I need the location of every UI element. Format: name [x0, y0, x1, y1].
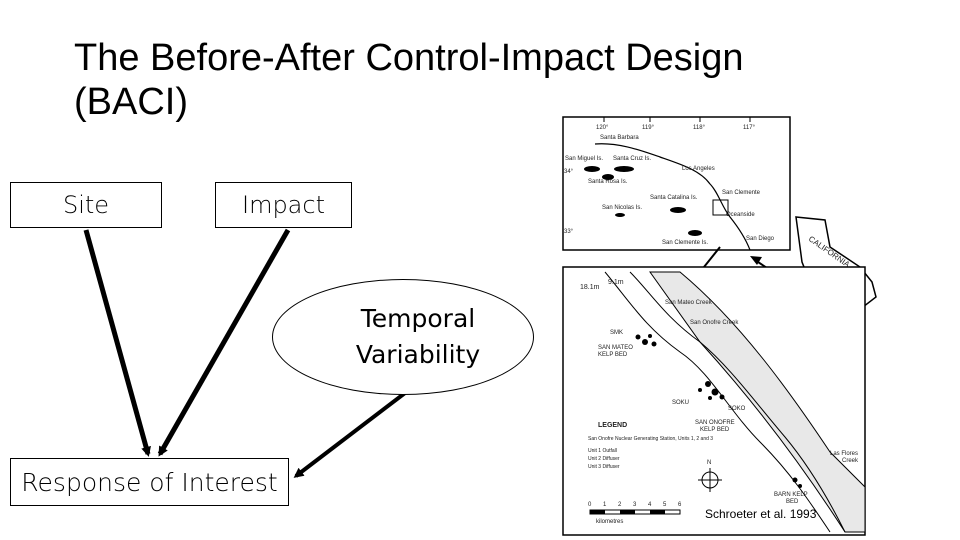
scale-tick-label: 3 — [633, 502, 637, 508]
barn-kelp-patches — [792, 477, 802, 488]
lon-119-label: 119° — [642, 125, 655, 131]
impact-to-response-arrow — [157, 228, 291, 457]
lon-120-label: 120° — [596, 125, 609, 131]
santa-rosa-label: Santa Rosa Is. — [588, 179, 628, 185]
las-flores-label: Las Flores — [830, 451, 858, 457]
san-onofre-kelp-patches — [698, 381, 725, 400]
study-area-box — [712, 199, 729, 216]
lon-118-label: 118° — [693, 125, 706, 131]
santa-catalina-label: Santa Catalina Is. — [650, 195, 698, 201]
site-label: Site — [62, 191, 110, 219]
temporal-to-response-arrow — [293, 391, 407, 478]
title-line-2: (BACI) — [74, 81, 188, 123]
kilometres-label: kilometres — [596, 519, 623, 525]
san-miguel-label: San Miguel Is. — [565, 156, 603, 162]
barn-kelp-label: BARN KELP — [774, 492, 808, 498]
scale-tick-label: 0 — [588, 502, 592, 508]
scale-tick-label: 4 — [648, 502, 652, 508]
depth-contour-18m — [604, 271, 831, 533]
regional-coastline — [594, 143, 751, 251]
depth-9-label: 9.1m — [608, 279, 624, 286]
oceanside-label: Oceanside — [726, 212, 755, 218]
slide-title: The Before-After Control-Impact Design (… — [74, 36, 874, 124]
legend-item-3: Unit 2 Diffuser — [588, 456, 620, 462]
las-flores-creek-label: Creek — [842, 458, 859, 464]
barn-kelp-bed-label: BED — [786, 499, 799, 505]
shoreline-beach — [649, 271, 866, 533]
santa-cruz-label: Santa Cruz Is. — [613, 156, 651, 162]
site-to-response-arrow — [83, 229, 151, 457]
san-clemente-label: San Clemente — [722, 190, 761, 196]
soko-label: SOKO — [728, 406, 746, 412]
legend-item-4: Unit 3 Diffuser — [588, 464, 620, 470]
san-nicolas-label: San Nicolas Is. — [602, 205, 642, 211]
san-mateo-creek-label: San Mateo Creek — [665, 300, 713, 306]
san-mateo-kelp-patches — [635, 334, 657, 347]
response-box: Response of Interest — [10, 458, 289, 506]
legend-item-1: San Onofre Nuclear Generating Station, U… — [588, 436, 713, 442]
san-onofre-creek-label: San Onofre Creek — [690, 320, 739, 326]
north-label: N — [707, 460, 711, 466]
study-area-map: 120° 119° 118° 117° Santa Barbara San Mi… — [562, 116, 877, 536]
scale-bar: kilometres — [589, 509, 681, 525]
santa-barbara-label: Santa Barbara — [600, 135, 639, 141]
san-onofre-kelp-label: SAN ONOFRE — [695, 420, 735, 426]
lat-34-label: 34° — [564, 169, 574, 175]
depth-18-label: 18.1m — [580, 284, 600, 291]
legend-title: LEGEND — [598, 422, 627, 429]
soku-label: SOKU — [672, 400, 689, 406]
scale-tick-label: 2 — [618, 502, 622, 508]
smk-label: SMK — [610, 330, 623, 336]
impact-label: Impact — [241, 191, 325, 219]
san-diego-label: San Diego — [746, 236, 775, 242]
lat-33-label: 33° — [564, 229, 574, 235]
impact-box: Impact — [215, 182, 352, 228]
scale-tick-label: 6 — [678, 502, 682, 508]
compass-rose-icon: N — [698, 460, 722, 492]
temporal-label-line-1: Temporal — [360, 304, 476, 333]
depth-contour-9m — [629, 271, 846, 533]
site-box: Site — [10, 182, 162, 228]
san-mateo-kelp-label: SAN MATEO — [598, 345, 633, 351]
temporal-label-line-2: Variability — [355, 340, 481, 369]
los-angeles-label: Los Angeles — [682, 166, 715, 172]
temporal-variability-ellipse: Temporal Variability — [272, 279, 534, 395]
lon-117-label: 117° — [743, 125, 756, 131]
response-label: Response of Interest — [21, 467, 278, 497]
regional-map-frame — [562, 116, 791, 251]
san-onofre-kelp-bed-label: KELP BED — [700, 427, 730, 433]
scale-tick-labels: 0 1 2 3 4 5 6 — [588, 502, 682, 508]
san-mateo-kelp-bed-label: KELP BED — [598, 352, 628, 358]
citation: Schroeter et al. 1993 — [705, 507, 817, 521]
legend-item-2: Unit 1 Outfall — [588, 448, 617, 454]
title-line-1: The Before-After Control-Impact Design — [74, 37, 744, 79]
study-site-map-frame — [562, 266, 866, 536]
scale-tick-label: 1 — [603, 502, 607, 508]
scale-tick-label: 5 — [663, 502, 667, 508]
san-clemente-is-label: San Clemente Is. — [662, 240, 708, 246]
